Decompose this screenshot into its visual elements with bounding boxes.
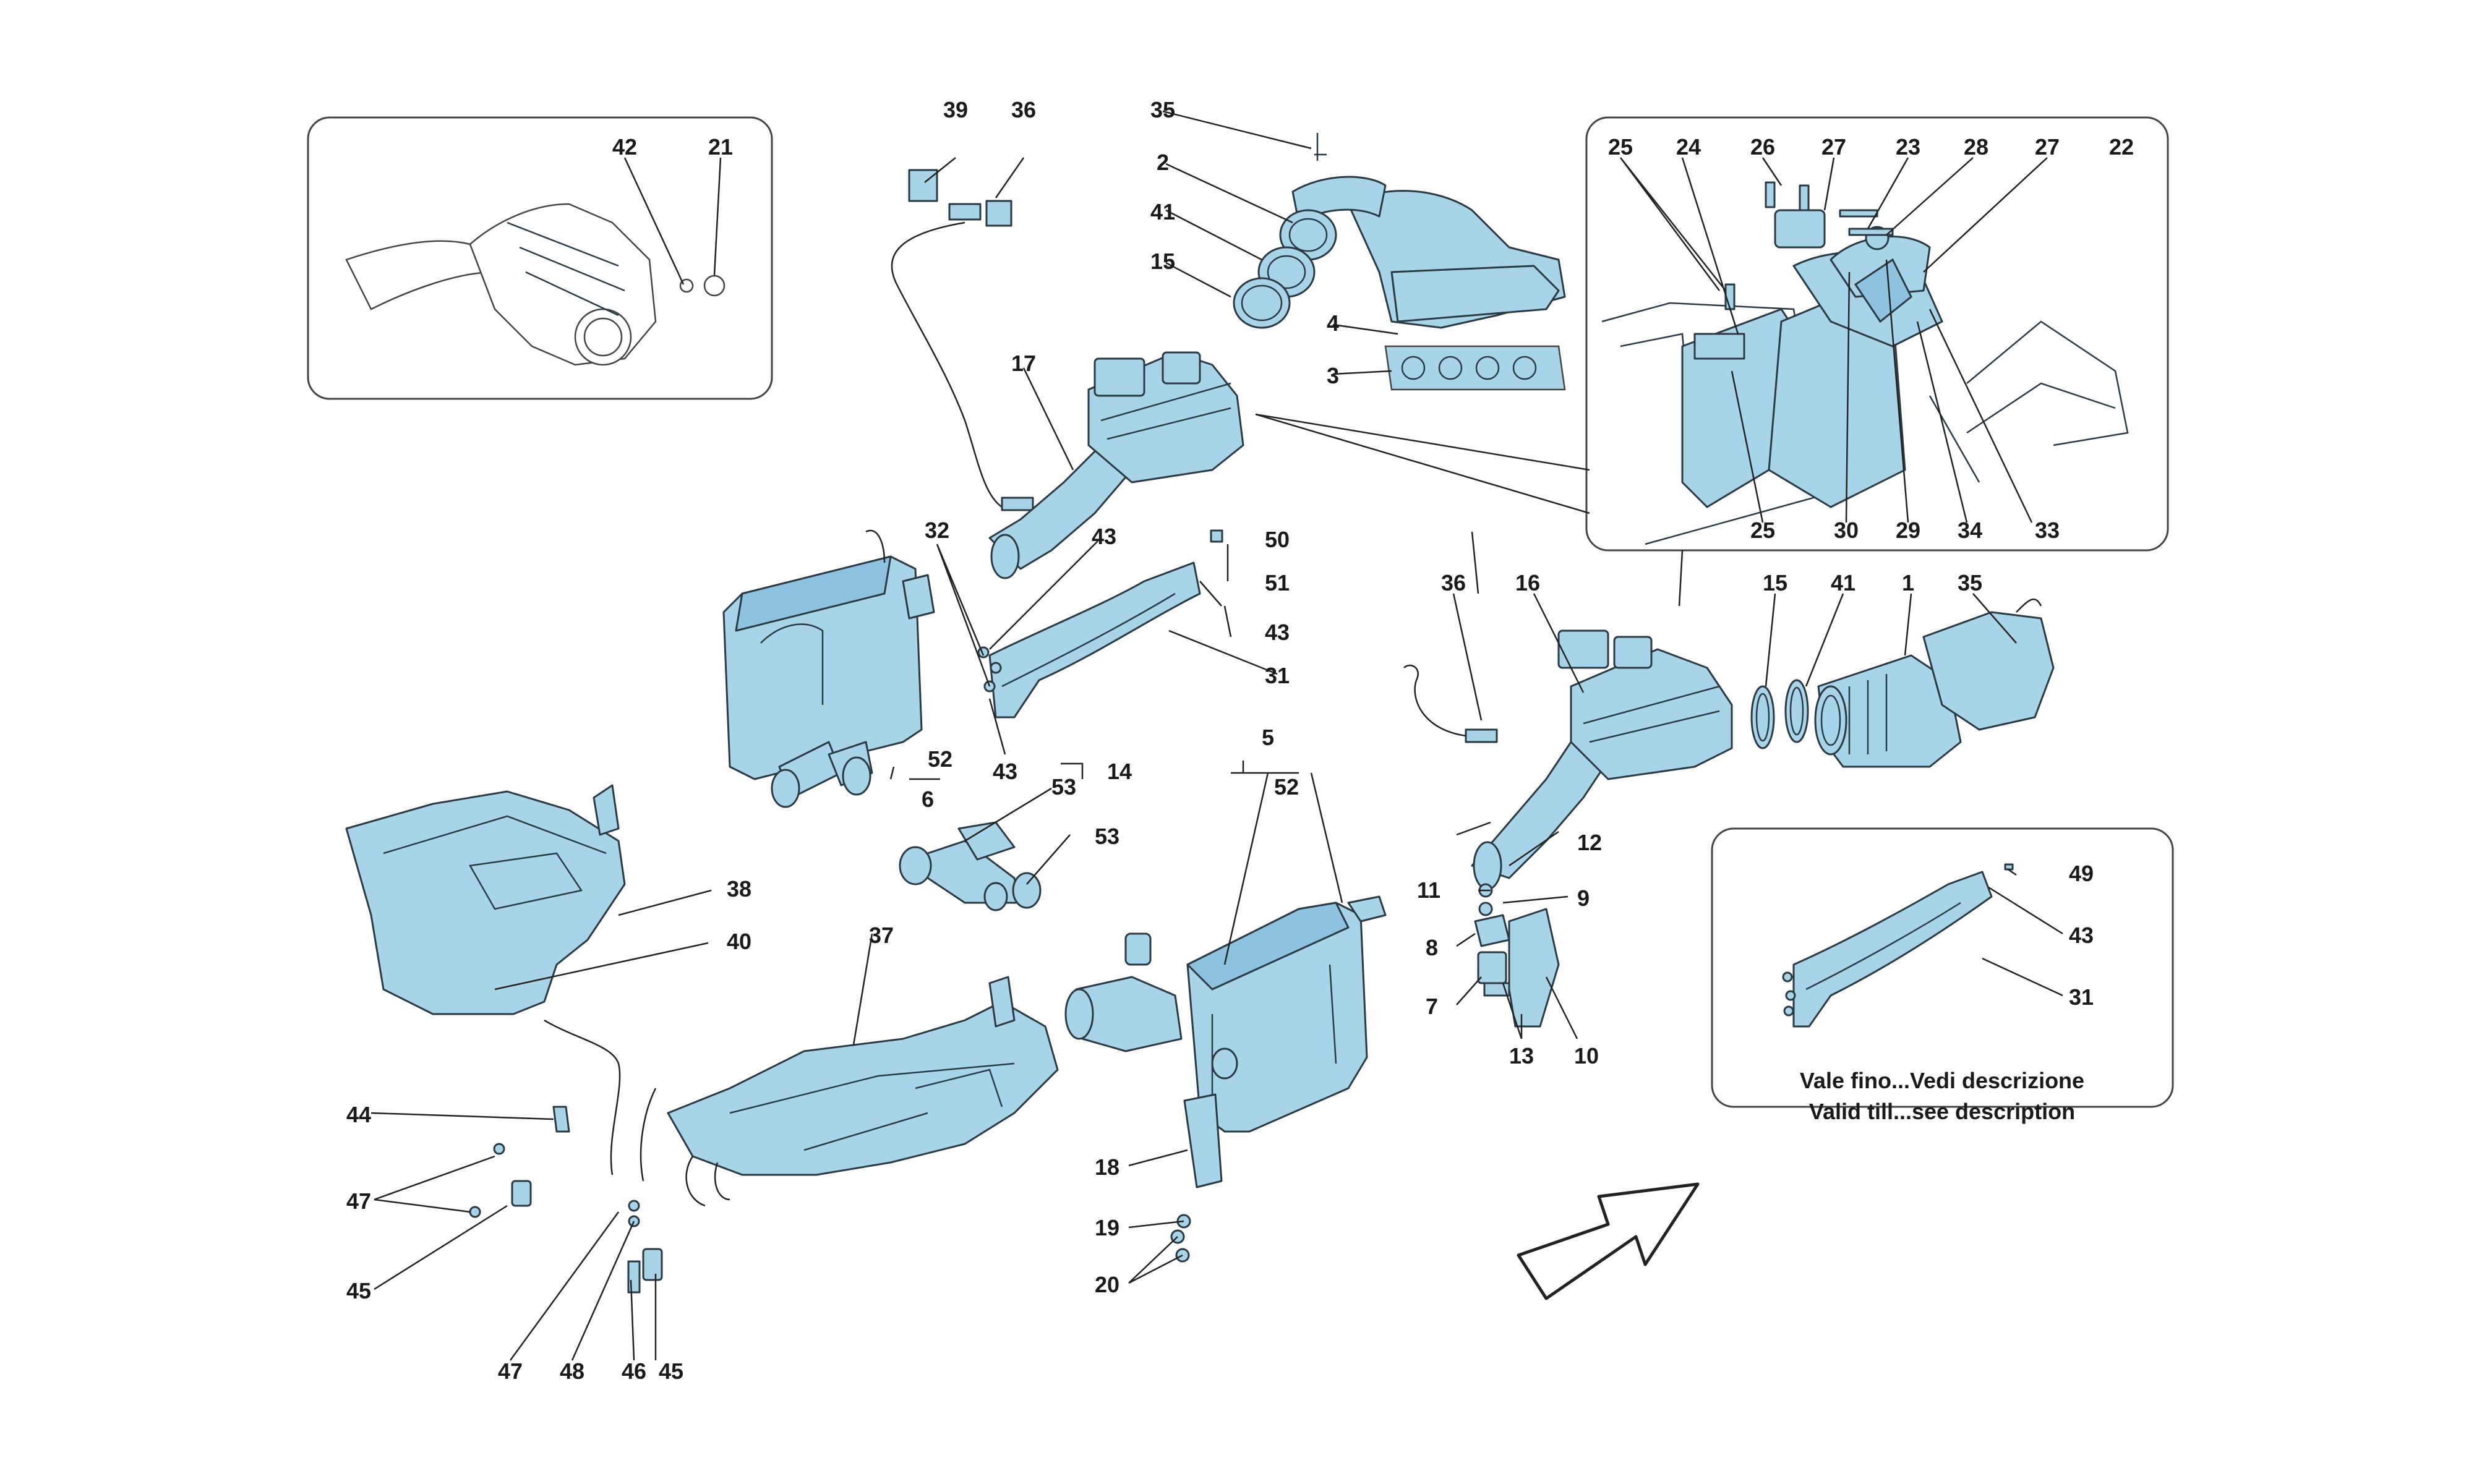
label-36-top: 36 <box>1011 97 1036 122</box>
inset-bottom-right: Vale fino...Vedi descrizione Valid till.… <box>1711 827 2174 1124</box>
clamp-rings-right <box>1750 679 1809 749</box>
label-29: 29 <box>1896 518 1920 543</box>
catalytic-converter-left <box>988 351 1244 579</box>
label-17: 17 <box>1011 351 1036 376</box>
label-7: 7 <box>1426 994 1438 1019</box>
label-31-b: 31 <box>2069 984 2094 1010</box>
label-24: 24 <box>1676 134 1701 160</box>
label-10: 10 <box>1574 1043 1599 1068</box>
label-34: 34 <box>1958 518 1982 543</box>
label-15-top: 15 <box>1150 249 1175 274</box>
label-14: 14 <box>1107 759 1132 784</box>
label-23: 23 <box>1896 134 1920 160</box>
heat-shield-left <box>345 784 626 1015</box>
label-52-b: 52 <box>1274 774 1299 800</box>
label-38: 38 <box>727 876 751 902</box>
leader-lines <box>370 110 2063 1361</box>
label-22: 22 <box>2109 134 2134 160</box>
label-18: 18 <box>1095 1154 1119 1180</box>
label-45-a: 45 <box>346 1278 371 1303</box>
y-pipe <box>899 821 1042 911</box>
label-32: 32 <box>925 518 949 543</box>
label-8: 8 <box>1426 935 1438 960</box>
label-39: 39 <box>943 97 968 122</box>
label-13: 13 <box>1509 1043 1534 1068</box>
label-19: 19 <box>1095 1215 1119 1240</box>
oxygen-sensor-cable <box>891 169 1034 511</box>
label-51: 51 <box>1265 570 1290 595</box>
label-1: 1 <box>1902 570 1914 595</box>
flex-pipe-right <box>1814 599 2055 768</box>
label-2: 2 <box>1157 150 1169 175</box>
label-43-c: 43 <box>993 759 1017 784</box>
label-3: 3 <box>1327 363 1339 388</box>
catalytic-converter-right <box>1403 629 1733 890</box>
label-4: 4 <box>1327 310 1339 336</box>
label-53-b: 53 <box>1095 824 1119 849</box>
label-41-top: 41 <box>1150 199 1175 224</box>
label-5: 5 <box>1262 725 1274 750</box>
heat-shield-bottom <box>667 976 1059 1207</box>
label-26: 26 <box>1750 134 1775 160</box>
label-35-top: 35 <box>1150 97 1175 122</box>
label-25-top: 25 <box>1608 134 1633 160</box>
label-44: 44 <box>346 1102 371 1127</box>
label-11: 11 <box>1417 877 1440 903</box>
label-36-mid: 36 <box>1441 570 1466 595</box>
label-12: 12 <box>1577 830 1602 855</box>
label-45-b: 45 <box>659 1358 683 1384</box>
label-47-b: 47 <box>498 1358 523 1384</box>
note-line-1: Vale fino...Vedi descrizione <box>1800 1068 2084 1093</box>
label-43-a: 43 <box>1092 524 1116 549</box>
label-37: 37 <box>869 923 894 948</box>
label-31-a: 31 <box>1265 663 1290 688</box>
label-9: 9 <box>1577 885 1590 911</box>
manifold-gasket <box>1384 345 1566 391</box>
bracket-pipe-left <box>469 1019 663 1294</box>
label-50: 50 <box>1265 527 1290 552</box>
rear-silencer-right <box>1064 895 1387 1133</box>
rear-hanger <box>1170 1093 1223 1263</box>
rear-silencer-left <box>722 529 935 808</box>
label-35-mid: 35 <box>1958 570 1982 595</box>
label-42: 42 <box>612 134 637 160</box>
label-47-a: 47 <box>346 1188 371 1214</box>
label-43-d: 43 <box>2069 923 2094 948</box>
note-line-2: Valid till...see description <box>1809 1099 2075 1124</box>
label-49: 49 <box>2069 861 2094 886</box>
label-27-b: 27 <box>2035 134 2060 160</box>
heat-shield-center <box>988 561 1201 719</box>
label-46: 46 <box>622 1358 646 1384</box>
part-labels: 42 21 39 36 35 2 41 15 4 3 17 32 43 50 5… <box>346 97 2134 1384</box>
inset-top-right <box>1585 116 2169 552</box>
label-53-a: 53 <box>1051 774 1076 800</box>
label-25-bottom: 25 <box>1750 518 1775 543</box>
label-20: 20 <box>1095 1272 1119 1297</box>
label-52-a: 52 <box>928 746 952 772</box>
label-33: 33 <box>2035 518 2060 543</box>
label-43-b: 43 <box>1265 620 1290 645</box>
inset-top-left <box>307 116 773 400</box>
label-48: 48 <box>560 1358 584 1384</box>
label-28: 28 <box>1964 134 1988 160</box>
label-6: 6 <box>922 787 934 812</box>
clamp-rings-upper <box>1233 246 1316 329</box>
label-40: 40 <box>727 929 751 954</box>
label-41-mid: 41 <box>1831 570 1856 595</box>
bracket-group <box>1474 883 1560 1028</box>
label-27-a: 27 <box>1821 134 1846 160</box>
label-16: 16 <box>1515 570 1540 595</box>
direction-arrow <box>1517 1182 1700 1300</box>
label-15-mid: 15 <box>1763 570 1787 595</box>
exhaust-manifold <box>1279 133 1566 329</box>
label-21: 21 <box>708 134 733 160</box>
label-30: 30 <box>1834 518 1859 543</box>
